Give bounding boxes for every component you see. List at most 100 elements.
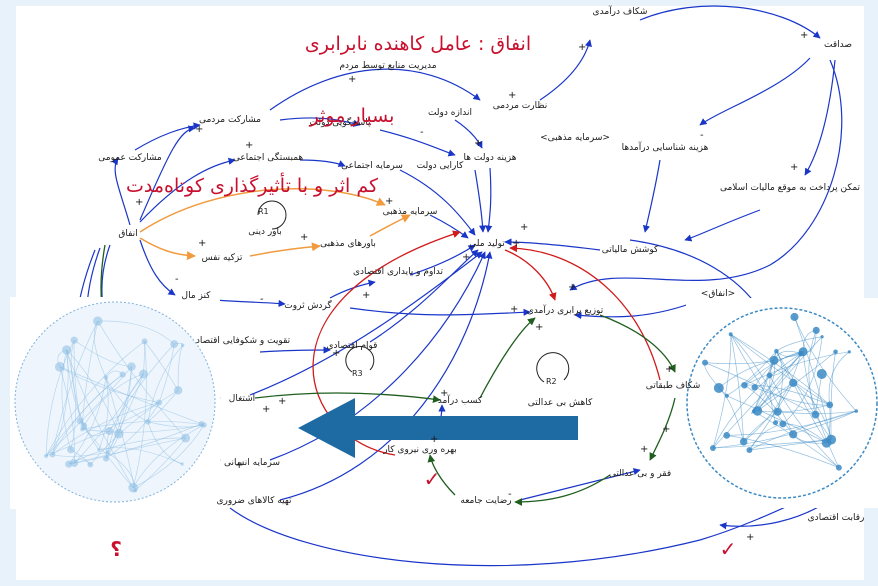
network-edge xyxy=(98,447,183,465)
link-earn-distribution xyxy=(479,317,536,399)
network-node xyxy=(774,348,779,354)
right-network-graph xyxy=(702,312,859,471)
loop-r3-label: R3 xyxy=(352,369,363,378)
link-production-distribution xyxy=(504,249,557,301)
link-anfaq-participation xyxy=(139,125,196,221)
polarity-plus: + xyxy=(440,388,448,399)
node-gov-costs: هزینه دولت ها xyxy=(464,153,517,163)
network-edge xyxy=(794,316,832,440)
polarity-minus: - xyxy=(260,294,264,305)
network-edge xyxy=(70,340,85,427)
network-edge xyxy=(66,349,120,434)
network-node xyxy=(198,420,205,427)
link-distribution-class xyxy=(599,314,676,373)
network-node xyxy=(723,431,731,439)
network-edge xyxy=(777,410,857,414)
network-node xyxy=(97,448,101,452)
network-edge xyxy=(802,351,840,468)
link-labor-production xyxy=(312,230,461,456)
link-wealth-sustainability xyxy=(329,279,376,299)
network-edge xyxy=(107,373,144,453)
network-edge xyxy=(776,350,832,440)
link-gov-size-costs xyxy=(454,119,483,149)
network-edge xyxy=(830,351,836,440)
node-social-capital: سرمایه اجتماعی xyxy=(341,161,403,171)
network-edge xyxy=(52,320,99,455)
network-edge xyxy=(744,384,830,406)
network-edge xyxy=(105,366,132,459)
red-links xyxy=(312,230,661,456)
node-resources-mgmt: مدیریت منابع توسط مردم xyxy=(339,61,436,71)
network-edge xyxy=(828,351,850,405)
polarity-plus: + xyxy=(195,124,203,135)
network-edge xyxy=(66,349,134,488)
network-edge xyxy=(59,366,202,425)
orange-links xyxy=(139,187,411,261)
polarity-plus: + xyxy=(508,90,516,101)
network-node xyxy=(821,437,832,448)
network-edge xyxy=(61,349,72,450)
network-edge xyxy=(726,435,840,468)
right-network-circle xyxy=(686,307,878,499)
node-strengthen: تقویت و شکوفایی اقتصاد xyxy=(196,336,291,346)
link-hoarding-wealth xyxy=(214,299,286,308)
node-national-production: تولید ملی xyxy=(469,239,505,249)
node-anfaq: انفاق xyxy=(118,229,137,239)
network-edge xyxy=(177,345,183,391)
network-edge xyxy=(147,345,183,422)
network-node xyxy=(769,355,779,365)
network-node xyxy=(798,350,804,357)
link-employment-production xyxy=(249,251,483,396)
node-tax-revenue: کوشش مالیاتی xyxy=(602,245,659,255)
network-node xyxy=(105,427,114,436)
node-hoarding: کنز مال xyxy=(182,291,212,301)
network-node xyxy=(751,409,756,414)
link-human-capital-production xyxy=(269,251,486,461)
network-node xyxy=(180,462,184,466)
network-node xyxy=(811,410,820,419)
network-edge xyxy=(794,316,857,412)
node-satisfaction: رضایت جامعه xyxy=(460,496,511,506)
network-node xyxy=(67,445,75,454)
network-edge xyxy=(712,353,802,449)
link-sustainability-production xyxy=(409,244,476,276)
node-accountability: پاسخگویی دولت xyxy=(309,116,371,128)
network-node xyxy=(70,336,78,344)
network-edge xyxy=(144,341,179,391)
network-node xyxy=(816,369,827,379)
network-edge xyxy=(726,395,827,444)
network-edge xyxy=(52,349,69,455)
network-node xyxy=(847,350,851,354)
link-solidarity-social-capital xyxy=(299,159,346,167)
node-anfaq-ref: <انفاق> xyxy=(701,289,735,299)
polarity-plus: + xyxy=(348,74,356,85)
node-necessities: تهیه کالاهای ضروری xyxy=(217,496,292,506)
network-node xyxy=(752,406,763,416)
polarity-plus: + xyxy=(665,364,673,375)
node-self-purification: تزکیه نفس xyxy=(202,253,243,263)
polarity-plus: + xyxy=(800,30,808,41)
link-wealth-distribution xyxy=(349,307,531,316)
network-node xyxy=(751,384,758,391)
network-edge xyxy=(134,437,186,491)
network-edge xyxy=(730,333,830,406)
network-node xyxy=(44,454,49,458)
polarity-plus: + xyxy=(790,162,798,173)
network-edge xyxy=(68,437,186,465)
check-mark-right: ✓ xyxy=(720,537,737,561)
node-participation: مشارکت مردمی xyxy=(199,115,261,125)
polarity-plus: + xyxy=(245,140,253,151)
network-edge xyxy=(90,390,179,465)
network-node xyxy=(70,459,79,467)
node-competition: رقابت اقتصادی xyxy=(808,513,865,523)
network-node xyxy=(766,372,773,379)
check-mark-center: ✓ xyxy=(424,467,441,491)
network-node xyxy=(789,430,798,439)
network-node xyxy=(728,332,733,337)
network-node xyxy=(773,407,782,416)
polarity-plus: + xyxy=(332,348,340,359)
network-edge xyxy=(749,410,857,451)
link-religious-capital-production xyxy=(429,214,469,239)
node-gov-size: اندازه دولت xyxy=(428,108,472,118)
